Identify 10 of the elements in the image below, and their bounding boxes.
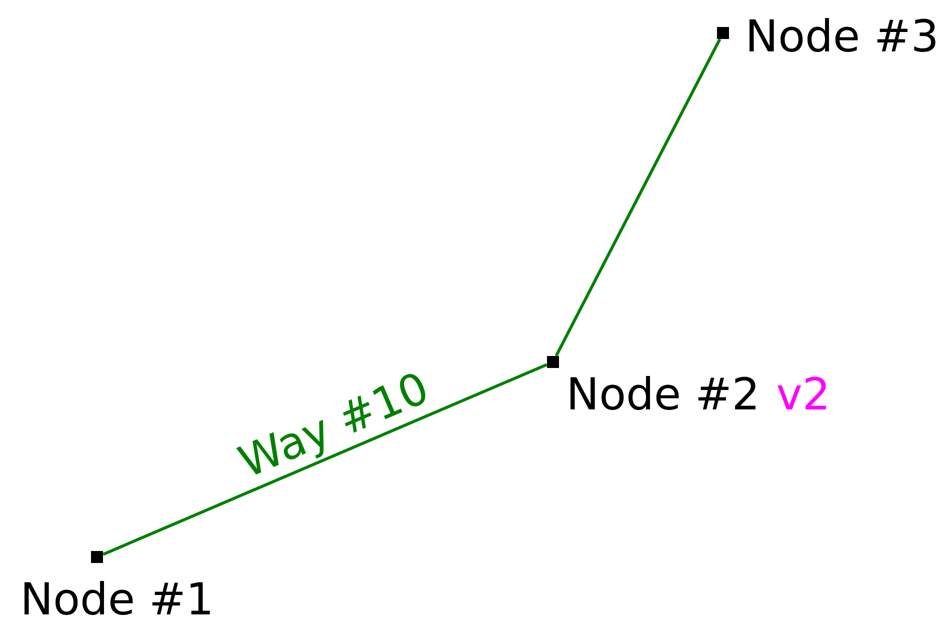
node-label: Node #1 [24, 580, 210, 616]
node-label: v2 [778, 376, 826, 410]
node-label: Node #3 [750, 18, 936, 52]
node-marker [717, 27, 729, 39]
node-marker [91, 550, 103, 563]
edge-label: Way #10 [233, 368, 437, 488]
way-line [102, 363, 548, 556]
node-marker [547, 356, 559, 368]
node-label: Node #2 [570, 376, 756, 410]
way-line [554, 38, 722, 356]
